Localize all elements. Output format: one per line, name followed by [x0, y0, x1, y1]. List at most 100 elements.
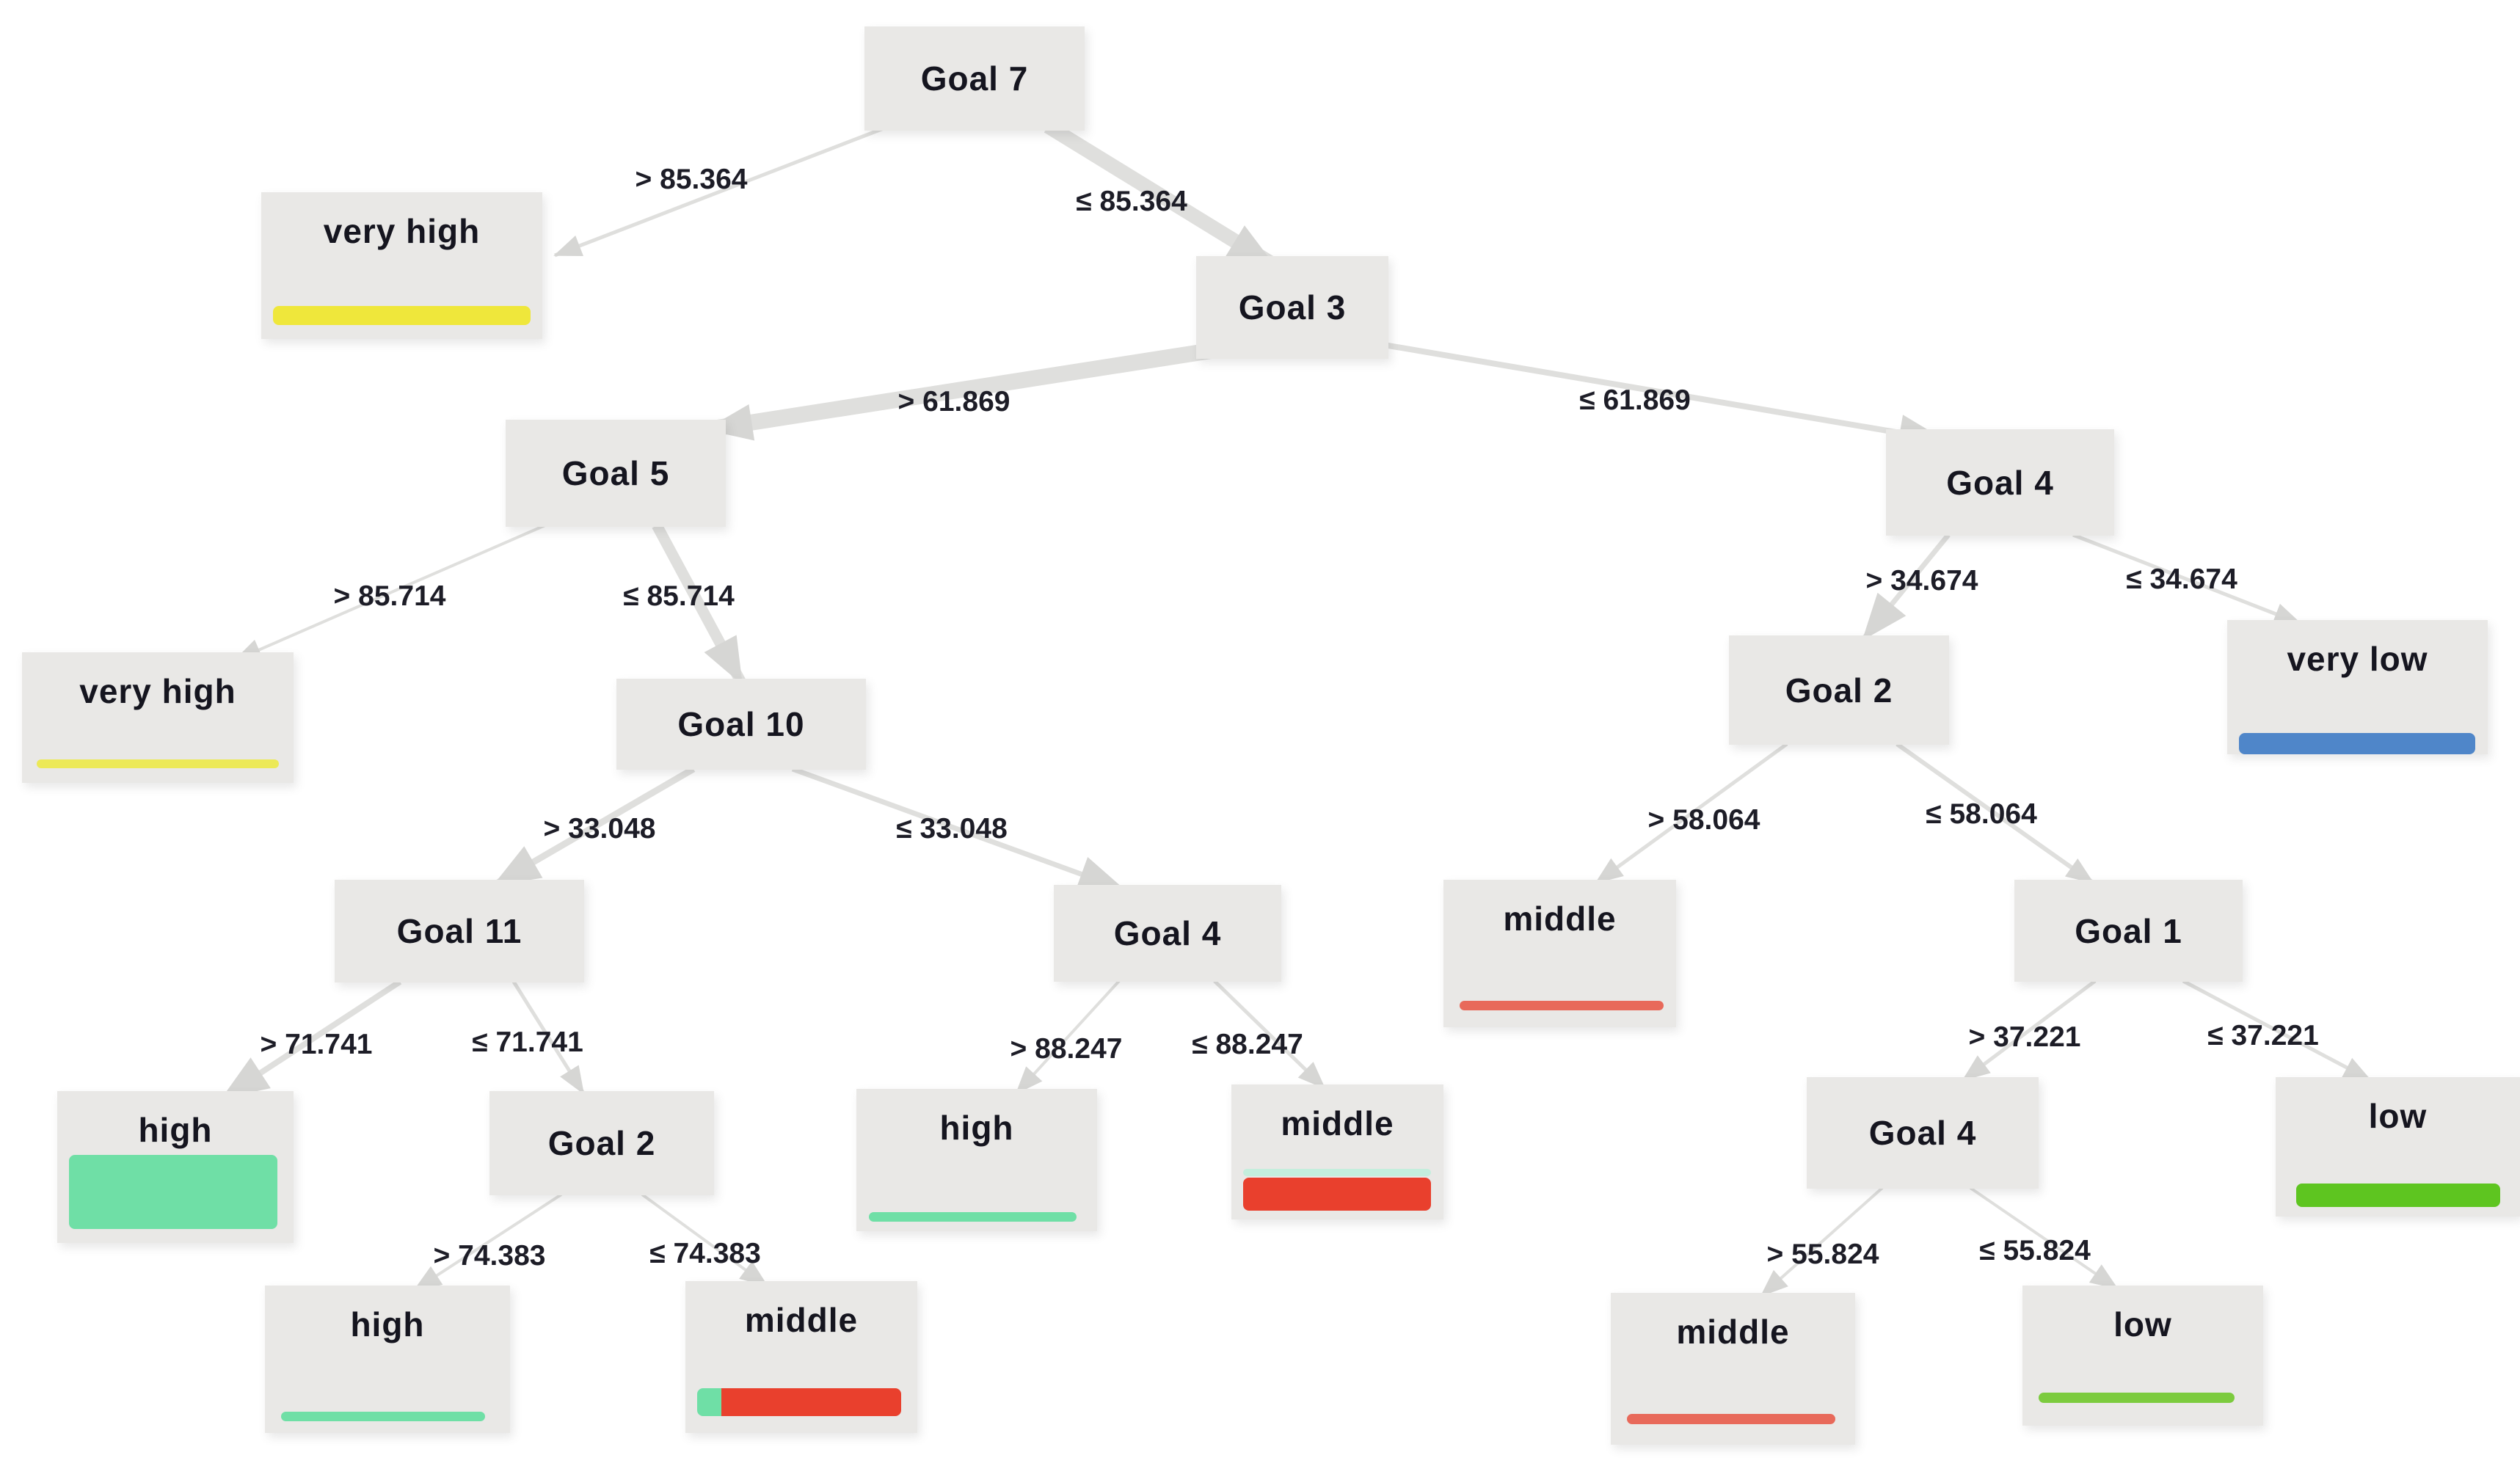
node-label: Goal 1: [2075, 911, 2182, 950]
edge-label: ≤ 74.383: [649, 1238, 761, 1269]
tree-node-goal-7: Goal 7: [864, 26, 1085, 131]
edge-label: > 88.247: [1010, 1033, 1123, 1065]
tree-edge: [1969, 1186, 2119, 1290]
edge-label: ≤ 34.674: [2126, 564, 2237, 595]
leaf-high-big: high: [57, 1091, 294, 1243]
class-distribution-bar: [1243, 1178, 1431, 1211]
class-distribution-bar: [69, 1155, 277, 1229]
node-label: Goal 7: [920, 59, 1029, 98]
class-distribution-bar: [1627, 1414, 1835, 1424]
node-label: very high: [323, 212, 481, 250]
tree-node-goal-4-right: Goal 4: [1886, 429, 2114, 536]
node-label: low: [2113, 1305, 2172, 1343]
tree-edge: [233, 523, 547, 662]
tree-edge: [641, 1193, 768, 1287]
tree-node-goal-3: Goal 3: [1196, 256, 1388, 359]
node-label: very high: [79, 672, 236, 710]
node-label: middle: [1503, 900, 1617, 938]
tree-node-goal-2-left: Goal 2: [489, 1091, 714, 1195]
edge-label: > 37.221: [1968, 1021, 2081, 1053]
tree-edge: [511, 980, 586, 1095]
node-label: middle: [744, 1301, 859, 1339]
edge-label: ≤ 33.048: [896, 813, 1008, 845]
node-label: Goal 11: [396, 912, 522, 950]
tree-node-goal-4-bottom: Goal 4: [1807, 1077, 2039, 1189]
tree-edge: [791, 766, 1126, 892]
edge-label: > 34.674: [1865, 565, 1978, 597]
node-label: Goal 10: [677, 705, 805, 743]
bar-segment: [721, 1388, 901, 1416]
class-distribution-bar: [281, 1412, 485, 1421]
leaf-low-right: low: [2276, 1077, 2520, 1217]
node-label: high: [138, 1111, 213, 1149]
node-label: middle: [1676, 1313, 1790, 1351]
tree-node-goal-5: Goal 5: [506, 420, 726, 527]
tree-node-goal-1: Goal 1: [2014, 880, 2243, 982]
node-label: Goal 4: [1113, 914, 1222, 952]
tree-edge: [1862, 533, 1951, 641]
node-label: high: [350, 1305, 425, 1343]
class-distribution-bar: [869, 1212, 1077, 1222]
class-distribution-bar: [273, 306, 531, 325]
tree-edge: [1044, 120, 1277, 271]
tree-edge: [1213, 980, 1326, 1090]
leaf-very-low: very low: [2227, 620, 2488, 754]
edge-label: > 58.064: [1647, 804, 1760, 836]
edge-label: > 85.714: [333, 580, 446, 612]
class-distribution-bar: [697, 1388, 901, 1416]
tree-edge: [221, 979, 402, 1100]
leaf-very-high-1: very high: [261, 192, 542, 339]
class-distribution-bar: [2239, 733, 2475, 754]
leaf-high-mid: high: [856, 1089, 1097, 1231]
tree-node-goal-10: Goal 10: [616, 679, 866, 770]
tree-edge: [1383, 342, 1946, 451]
tree-node-goal-2-right: Goal 2: [1729, 635, 1949, 745]
tree-edge: [1962, 980, 2097, 1082]
node-label: Goal 4: [1946, 463, 2054, 502]
edge-label: > 33.048: [543, 813, 656, 845]
node-label: low: [2368, 1097, 2428, 1135]
leaf-very-high-2: very high: [22, 652, 294, 783]
node-label: Goal 2: [547, 1124, 656, 1162]
class-distribution-bar: [2039, 1393, 2235, 1403]
class-distribution-bar: [1243, 1169, 1431, 1176]
leaf-high-bottom-left: high: [265, 1286, 510, 1433]
leaf-middle-bottom-left: middle: [685, 1281, 917, 1433]
tree-node-goal-11: Goal 11: [335, 880, 584, 982]
tree-edge: [413, 1193, 563, 1291]
edge-label: > 85.364: [635, 164, 748, 195]
edge-label: ≤ 61.869: [1579, 384, 1691, 416]
node-label: Goal 4: [1868, 1114, 1977, 1152]
edge-label: > 74.383: [433, 1240, 546, 1272]
leaf-middle-mid: middle: [1231, 1084, 1443, 1219]
edge-label: > 55.824: [1766, 1239, 1879, 1270]
class-distribution-bar: [37, 759, 279, 768]
edge-label: ≤ 71.741: [472, 1026, 583, 1058]
class-distribution-bar: [1460, 1001, 1664, 1010]
tree-edge: [1896, 742, 2094, 885]
tree-edge: [652, 522, 746, 685]
edge-label: ≤ 85.364: [1076, 186, 1187, 217]
leaf-middle-bottom: middle: [1611, 1293, 1855, 1445]
tree-edge: [2182, 979, 2372, 1082]
tree-edge: [553, 119, 903, 258]
bar-segment: [697, 1388, 721, 1416]
node-label: Goal 3: [1238, 288, 1347, 327]
edge-label: ≤ 55.824: [1979, 1235, 2091, 1266]
node-label: middle: [1281, 1104, 1394, 1142]
edge-label: ≤ 37.221: [2207, 1020, 2319, 1051]
node-label: very low: [2287, 640, 2428, 678]
edge-label: > 71.741: [260, 1029, 373, 1060]
tree-edge: [492, 766, 696, 887]
tree-edge: [1595, 742, 1788, 885]
class-distribution-bar: [2296, 1184, 2500, 1207]
tree-edge: [2072, 533, 2302, 626]
edge-label: ≤ 58.064: [1926, 798, 2037, 830]
leaf-low-bottom: low: [2022, 1286, 2263, 1426]
tree-edge: [1760, 1186, 1884, 1297]
tree-edge: [705, 343, 1212, 441]
node-label: high: [939, 1109, 1014, 1147]
edge-label: > 61.869: [897, 386, 1010, 417]
